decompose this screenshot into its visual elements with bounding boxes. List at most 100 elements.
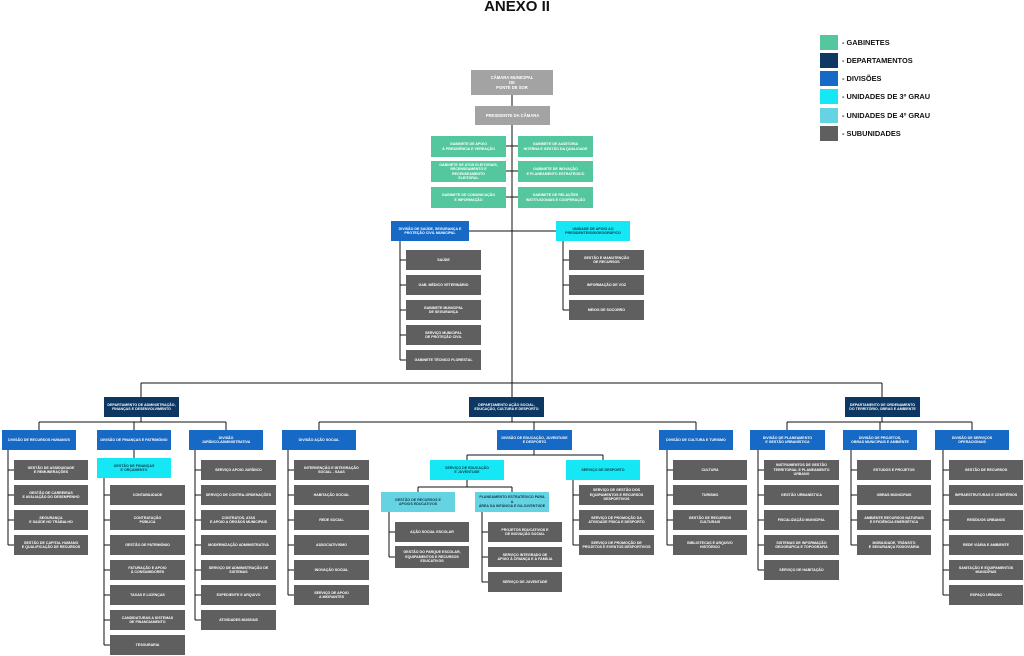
org-unit-j1: SERVIÇO APOIO JURÍDICO <box>201 460 276 480</box>
org-unit-div-saude: DIVISÃO DE SAÚDE, SEGURANÇA E PROTEÇÃO C… <box>391 221 469 241</box>
org-unit-j3: CONTRATOS, ATAS E APOIO A ÓRGÃOS MUNICIP… <box>201 510 276 530</box>
legend-label: - DIVISÕES <box>842 73 882 83</box>
org-unit-j6: EXPEDIENTE E ARQUIVO <box>201 585 276 605</box>
org-unit-a3: REDE SOCIAL <box>294 510 369 530</box>
org-unit-s-smpc: SERVIÇO MUNICIPAL DE PROTEÇÃO CIVIL <box>406 325 481 345</box>
org-unit-rh4: GESTÃO DE CAPITAL HUMANO E QUALIFICAÇÃO … <box>14 535 88 555</box>
org-unit-rh1: GESTÃO DE ASSIDUIDADE E REMUNERAÇÕES <box>14 460 88 480</box>
org-unit-div-edu: DIVISÃO DE EDUCAÇÃO, JUVENTUDE E DESPORT… <box>497 430 572 450</box>
org-unit-d3: SERVIÇO DE PROMOÇÃO DE PROJETOS E EVENTO… <box>579 535 654 555</box>
legend-item: - UNIDADES DE 4º GRAU <box>820 107 930 123</box>
org-unit-u-desp: SERVIÇO DE DESPORTO <box>566 460 640 480</box>
org-unit-c4: BIBLIOTECAS E ARQUIVO HISTÓRICO <box>673 535 747 555</box>
org-unit-a4: ASSOCIATIVISMO <box>294 535 369 555</box>
org-unit-op1: GESTÃO DE RECURSOS <box>949 460 1023 480</box>
org-unit-a2: HABITAÇÃO SOCIAL <box>294 485 369 505</box>
org-unit-div-acao: DIVISÃO AÇÃO SOCIAL <box>282 430 356 450</box>
org-unit-c3: GESTÃO DE RECURSOS CULTURAIS <box>673 510 747 530</box>
org-unit-o4: MOBILIDADE, TRÂNSITO E SEGURANÇA RODOVIÁ… <box>857 535 931 555</box>
org-unit-div-obras: DIVISÃO DE PROJETOS, OBRAS MUNICIPAIS E … <box>843 430 917 450</box>
org-unit-s-saude: SAÚDE <box>406 250 481 270</box>
org-unit-e5: SERVIÇO DE JUVENTUDE <box>488 572 562 592</box>
legend-label: - UNIDADES DE 4º GRAU <box>842 110 931 120</box>
legend-item: - DEPARTAMENTOS <box>820 52 913 68</box>
legend-item: - SUBUNIDADES <box>820 125 901 141</box>
org-unit-p1: INSTRUMENTOS DE GESTÃO TERRITORIAL E PLA… <box>764 460 839 480</box>
org-unit-rh2: GESTÃO DE CARREIRAS E AVALIAÇÃO DO DESEM… <box>14 485 88 505</box>
org-unit-p5: SERVIÇO DE HABITAÇÃO <box>764 560 839 580</box>
org-unit-g2: GABINETE DE AUDITORIA INTERNA E GESTÃO D… <box>518 136 593 157</box>
org-unit-e3: PROJETOS EDUCATIVOS E DE INOVAÇÃO SOCIAL <box>488 522 562 542</box>
org-unit-f6: CANDIDATURAS A SISTEMAS DE FINANCIAMENTO <box>110 610 185 630</box>
org-unit-s-gabseg: GABINETE MUNICIPAL DE SEGURANÇA <box>406 300 481 320</box>
org-unit-e2: GESTÃO DO PARQUE ESCOLAR, EQUIPAMENTOS E… <box>395 546 469 568</box>
org-unit-o1: ESTUDOS E PROJETOS <box>857 460 931 480</box>
org-unit-u4-plan: PLANEAMENTO ESTRATÉGICO PARA A ÁREA DA I… <box>475 492 549 512</box>
org-unit-c2: TURISMO <box>673 485 747 505</box>
org-unit-div-oper: DIVISÃO DE SERVIÇOS OPERACIONAIS <box>935 430 1009 450</box>
org-unit-g5: GABINETE DE COMUNICAÇÃO E INFORMAÇÃO <box>431 187 506 208</box>
org-unit-g6: GABINETE DE RELAÇÕES INSTITUCIONAIS E CO… <box>518 187 593 208</box>
legend-item: - UNIDADES DE 3º GRAU <box>820 88 930 104</box>
legend-swatch <box>820 52 838 68</box>
org-unit-d2: SERVIÇO DE PROMOÇÃO DA ATIVIDADE FÍSICA … <box>579 510 654 530</box>
org-unit-f1: CONTABILIDADE <box>110 485 185 505</box>
org-unit-dep-terr: DEPARTAMENTO DE ORDENAMENTO DO TERRITÓRI… <box>845 397 920 417</box>
org-unit-div-rh: DIVISÃO DE RECURSOS HUMANOS <box>2 430 76 450</box>
org-unit-u4-rec: GESTÃO DE RECURSOS E APOIOS EDUCATIVOS <box>381 492 455 512</box>
org-unit-j2: SERVIÇO DE CONTRA-ORDENAÇÕES <box>201 485 276 505</box>
org-unit-rh3: SEGURANÇA E SAÚDE NO TRABALHO <box>14 510 88 530</box>
org-unit-a6: SERVIÇO DE APOIO A MIGRANTES <box>294 585 369 605</box>
page-title: ANEXO II <box>484 0 550 15</box>
org-unit-e1: AÇÃO SOCIAL ESCOLAR <box>395 522 469 542</box>
legend-swatch <box>820 88 838 104</box>
org-unit-s-flor: GABINETE TÉCNICO FLORESTAL <box>406 350 481 370</box>
org-unit-j7: ATIVIDADES MUSEAIS <box>201 610 276 630</box>
org-unit-dep-adm: DEPARTAMENTO DE ADMINISTRAÇÃO, FINANÇAS … <box>104 397 179 417</box>
org-unit-div-urb: DIVISÃO DE PLANEAMENTO E GESTÃO URBANÍST… <box>750 430 825 450</box>
legend-label: - GABINETES <box>842 37 890 47</box>
org-unit-s-vet: GAB. MÉDICO VETERINÁRIO <box>406 275 481 295</box>
org-unit-a5: INOVAÇÃO SOCIAL <box>294 560 369 580</box>
legend-label: - UNIDADES DE 3º GRAU <box>842 91 931 101</box>
org-unit-d1: SERVIÇO DE GESTÃO DOS EQUIPAMENTOS E REC… <box>579 485 654 505</box>
legend-label: - DEPARTAMENTOS <box>842 55 913 65</box>
org-unit-f7: TESOURARIA <box>110 635 185 655</box>
org-unit-o2: OBRAS MUNICIPAIS <box>857 485 931 505</box>
org-unit-op4: REDE VIÁRIA E AMBIENTE <box>949 535 1023 555</box>
org-unit-a1: INTERVENÇÃO E INTEGRAÇÃO SOCIAL - SAAS <box>294 460 369 480</box>
org-unit-presidente: PRESIDENTE DA CÂMARA <box>475 106 550 125</box>
org-unit-j4: MODERNIZAÇÃO ADMINISTRATIVA <box>201 535 276 555</box>
org-unit-op2: INFRAESTRUTURAS E CEMITÉRIOS <box>949 485 1023 505</box>
legend-swatch <box>820 34 838 50</box>
org-unit-o3: AMBIENTE RECURSOS NATURAIS E EFICIÊNCIA … <box>857 510 931 530</box>
org-unit-p4: SISTEMAS DE INFORMAÇÃO GEOGRÁFICA E TOPO… <box>764 535 839 555</box>
org-unit-div-jur: DIVISÃO JURÍDICO-ADMINISTRATIVA <box>189 430 263 450</box>
org-unit-s-info: INFORMAÇÃO DE VOZ <box>569 275 644 295</box>
org-unit-p3: FISCALIZAÇÃO MUNICIPAL <box>764 510 839 530</box>
org-unit-u-sig: UNIDADE DE APOIO AO PRESIDENTE/SIG/GEOGR… <box>556 221 630 241</box>
org-unit-s-rec: GESTÃO E MANUTENÇÃO DE RECURSOS <box>569 250 644 270</box>
org-unit-g4: GABINETE DE INOVAÇÃO E PLANEAMENTO ESTRA… <box>518 161 593 182</box>
org-unit-p2: GESTÃO URBANÍSTICA <box>764 485 839 505</box>
org-unit-dep-social: DEPARTAMENTO AÇÃO SOCIAL, EDUCAÇÃO, CULT… <box>469 397 544 417</box>
org-unit-op5: SANITAÇÃO E EQUIPAMENTOS MUNICIPAIS <box>949 560 1023 580</box>
org-unit-div-cult: DIVISÃO DE CULTURA E TURISMO <box>659 430 733 450</box>
legend-swatch <box>820 70 838 86</box>
legend-item: - DIVISÕES <box>820 70 881 86</box>
org-unit-f3: GESTÃO DE PATRIMÓNIO <box>110 535 185 555</box>
org-unit-op6: ESPAÇO URBANO <box>949 585 1023 605</box>
org-unit-camara: CÂMARA MUNICIPAL DE PONTE DE SOR <box>471 70 553 95</box>
org-unit-e4: SERVIÇO INTEGRADO DE APOIO À CRIANÇA E À… <box>488 547 562 567</box>
legend-item: - GABINETES <box>820 34 890 50</box>
org-unit-s-socorro: MEIOS DE SOCORRO <box>569 300 644 320</box>
org-unit-j5: SERVIÇO DE ADMINISTRAÇÃO DE SISTEMAS <box>201 560 276 580</box>
org-unit-c1: CULTURA <box>673 460 747 480</box>
legend-swatch <box>820 125 838 141</box>
legend-swatch <box>820 107 838 123</box>
org-unit-f5: TAXAS E LICENÇAS <box>110 585 185 605</box>
legend-label: - SUBUNIDADES <box>842 128 901 138</box>
org-unit-g1: GABINETE DE APOIO À PRESIDÊNCIA E VEREAÇ… <box>431 136 506 157</box>
org-unit-u-fin: GESTÃO DE FINANÇAS E ORÇAMENTO <box>97 458 171 478</box>
org-unit-div-fin: DIVISÃO DE FINANÇAS E PATRIMÓNIO <box>97 430 171 450</box>
